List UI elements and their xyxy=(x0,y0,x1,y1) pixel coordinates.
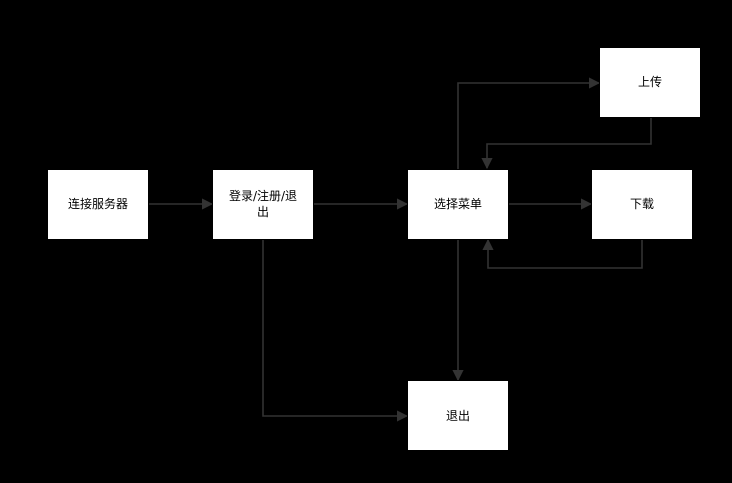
edge-download-to-menu xyxy=(482,238,643,269)
node-connect-server-label: 连接服务器 xyxy=(68,196,128,211)
node-login-register-exit-label-line1: 登录/注册/退 xyxy=(229,188,297,203)
node-exit: 退出 xyxy=(407,380,509,451)
node-login-register-exit: 登录/注册/退 出 xyxy=(212,169,314,240)
node-connect-server: 连接服务器 xyxy=(47,169,149,240)
edge-menu-to-upload xyxy=(457,77,601,169)
node-exit-label: 退出 xyxy=(446,409,470,423)
node-upload-label: 上传 xyxy=(638,74,662,89)
node-download-label: 下载 xyxy=(630,197,654,211)
edge-upload-to-menu xyxy=(481,118,652,170)
node-select-menu: 选择菜单 xyxy=(407,169,509,240)
node-login-register-exit-label-line2: 出 xyxy=(257,205,269,219)
edges xyxy=(148,77,652,422)
node-select-menu-label: 选择菜单 xyxy=(434,197,482,211)
node-upload: 上传 xyxy=(599,47,701,118)
edge-auth-to-exit xyxy=(262,239,409,422)
node-download: 下载 xyxy=(591,169,693,240)
